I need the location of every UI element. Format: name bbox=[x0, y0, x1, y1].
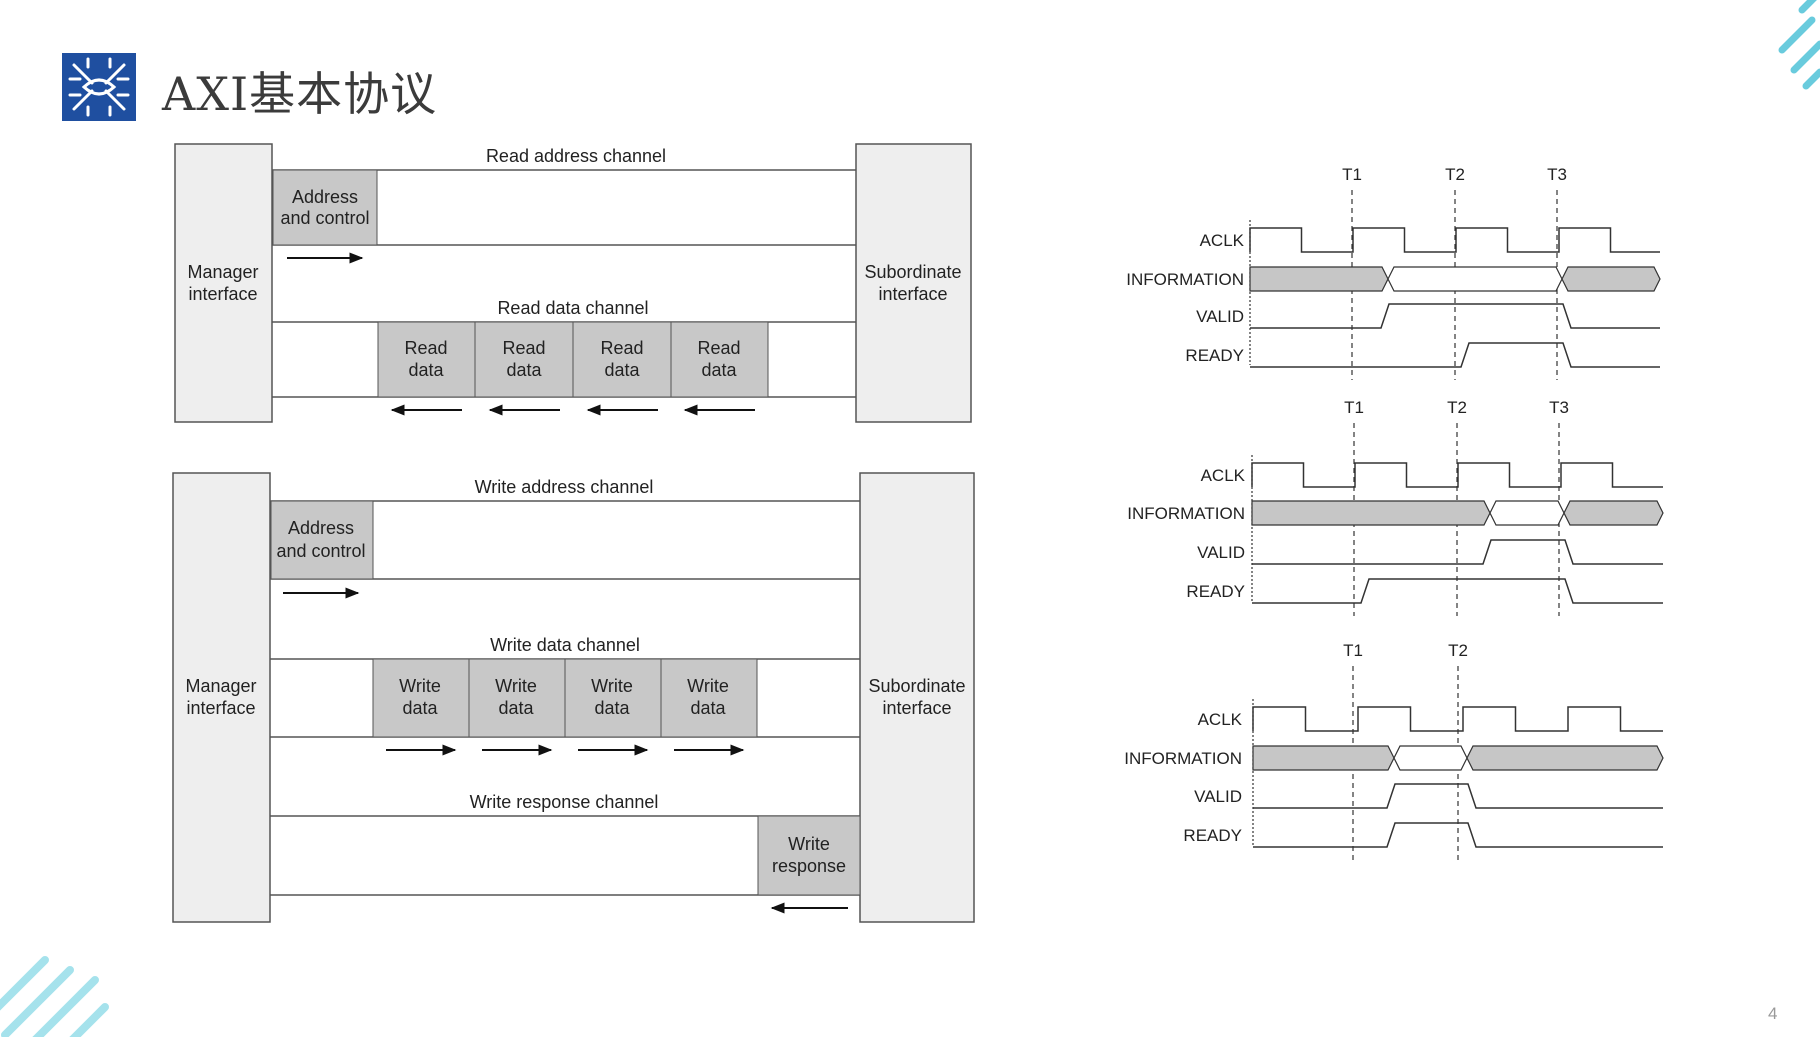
timing-marker-label: T2 bbox=[1445, 165, 1465, 184]
signal-label-ready: READY bbox=[1183, 826, 1242, 845]
write-address-channel-title: Write address channel bbox=[475, 477, 654, 497]
signal-label-ready: READY bbox=[1185, 346, 1244, 365]
ready-waveform bbox=[1253, 822, 1663, 848]
read-subordinate-block bbox=[855, 143, 972, 423]
write-data-channel-title: Write data channel bbox=[490, 635, 640, 655]
page-number: 4 bbox=[1768, 1004, 1778, 1023]
signal-label-ready: READY bbox=[1186, 582, 1245, 601]
read-data-box-label: data bbox=[604, 360, 640, 380]
read-data-box-label: Read bbox=[502, 338, 545, 358]
signal-label-valid: VALID bbox=[1197, 543, 1245, 562]
read-data-box-label: data bbox=[701, 360, 737, 380]
write-response-channel-title: Write response channel bbox=[470, 792, 659, 812]
signal-label-valid: VALID bbox=[1196, 307, 1244, 326]
information-bus-segment bbox=[1489, 500, 1565, 526]
read-manager-block bbox=[174, 143, 273, 423]
write-data-box-label: data bbox=[690, 698, 726, 718]
signal-label-information: INFORMATION bbox=[1126, 270, 1244, 289]
read-address-channel-title: Read address channel bbox=[486, 146, 666, 166]
valid-waveform bbox=[1250, 303, 1660, 329]
write-response-box bbox=[757, 815, 861, 896]
corner-stripes-decoration bbox=[0, 956, 109, 1037]
read-manager-label: interface bbox=[188, 284, 257, 304]
write-address-box-label: and control bbox=[276, 541, 365, 561]
information-bus-segment bbox=[1466, 745, 1664, 771]
information-bus-segment bbox=[1561, 266, 1661, 292]
write-response-box-label: Write bbox=[788, 834, 830, 854]
timing-marker-label: T2 bbox=[1448, 641, 1468, 660]
information-bus-segment bbox=[1249, 266, 1389, 292]
information-bus-segment bbox=[1387, 266, 1563, 292]
read-manager-label: Manager bbox=[187, 262, 258, 282]
page-title: AXI基本协议 bbox=[162, 67, 438, 121]
write-manager-label: interface bbox=[186, 698, 255, 718]
read-data-box-label: Read bbox=[404, 338, 447, 358]
information-bus-segment bbox=[1252, 745, 1395, 771]
timing-marker-label: T3 bbox=[1547, 165, 1567, 184]
read-subordinate-label: interface bbox=[878, 284, 947, 304]
valid-waveform bbox=[1252, 539, 1663, 565]
read-data-box-label: data bbox=[408, 360, 444, 380]
write-subordinate-label: interface bbox=[882, 698, 951, 718]
write-data-box bbox=[564, 658, 662, 738]
write-data-box bbox=[468, 658, 566, 738]
timing-marker-label: T2 bbox=[1447, 398, 1467, 417]
corner-stripes-decoration bbox=[1778, 0, 1820, 90]
write-subordinate-block bbox=[859, 472, 975, 923]
read-address-box bbox=[272, 169, 378, 246]
aclk-waveform bbox=[1251, 462, 1663, 488]
read-data-box-label: data bbox=[506, 360, 542, 380]
signal-label-information: INFORMATION bbox=[1127, 504, 1245, 523]
signal-label-information: INFORMATION bbox=[1124, 749, 1242, 768]
read-data-box bbox=[474, 321, 574, 398]
write-address-box-label: Address bbox=[288, 518, 354, 538]
read-data-box bbox=[670, 321, 769, 398]
aclk-waveform bbox=[1252, 706, 1663, 732]
write-data-box bbox=[372, 658, 470, 738]
read-address-box-label: and control bbox=[280, 208, 369, 228]
read-subordinate-label: Subordinate bbox=[864, 262, 961, 282]
write-data-box-label: data bbox=[498, 698, 534, 718]
timing-marker-label: T3 bbox=[1549, 398, 1569, 417]
information-bus-segment bbox=[1393, 745, 1468, 771]
read-address-box-label: Address bbox=[292, 187, 358, 207]
timing-marker-label: T1 bbox=[1344, 398, 1364, 417]
write-data-box-label: Write bbox=[495, 676, 537, 696]
timing-marker-label: T1 bbox=[1342, 165, 1362, 184]
write-data-box-label: Write bbox=[399, 676, 441, 696]
write-data-box-label: data bbox=[594, 698, 630, 718]
read-data-channel-title: Read data channel bbox=[497, 298, 648, 318]
ready-waveform bbox=[1250, 342, 1660, 368]
write-data-box-label: data bbox=[402, 698, 438, 718]
ready-waveform bbox=[1252, 578, 1663, 604]
signal-label-aclk: ACLK bbox=[1201, 466, 1246, 485]
signal-label-aclk: ACLK bbox=[1198, 710, 1243, 729]
write-address-box bbox=[270, 500, 374, 580]
company-logo-icon bbox=[62, 53, 136, 121]
write-manager-label: Manager bbox=[185, 676, 256, 696]
write-data-box-label: Write bbox=[591, 676, 633, 696]
write-data-box-label: Write bbox=[687, 676, 729, 696]
valid-waveform bbox=[1253, 783, 1663, 809]
write-subordinate-label: Subordinate bbox=[868, 676, 965, 696]
information-bus-segment bbox=[1251, 500, 1491, 526]
write-response-box-label: response bbox=[772, 856, 846, 876]
read-data-boxes: Read data Read data Read data Read data bbox=[377, 321, 769, 398]
timing-marker-label: T1 bbox=[1343, 641, 1363, 660]
write-manager-block bbox=[172, 472, 271, 923]
write-data-box bbox=[660, 658, 758, 738]
read-data-box-label: Read bbox=[600, 338, 643, 358]
signal-label-aclk: ACLK bbox=[1200, 231, 1245, 250]
information-bus-segment bbox=[1563, 500, 1664, 526]
aclk-waveform bbox=[1249, 227, 1660, 253]
write-data-boxes: Write data Write data Write data Write d… bbox=[372, 658, 758, 738]
read-data-box bbox=[572, 321, 672, 398]
signal-label-valid: VALID bbox=[1194, 787, 1242, 806]
read-data-box-label: Read bbox=[697, 338, 740, 358]
